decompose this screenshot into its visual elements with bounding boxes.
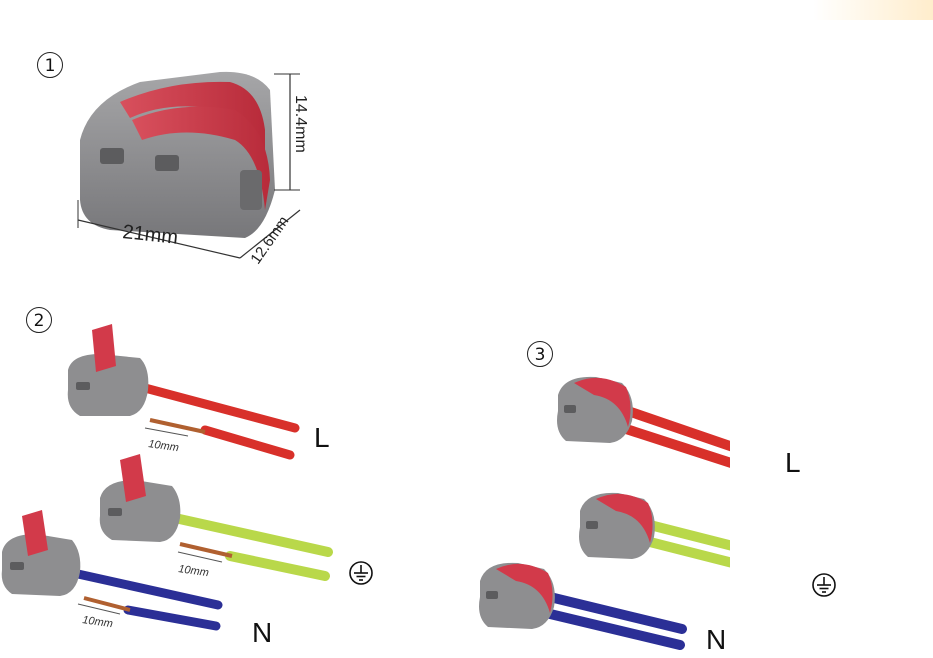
width-dimension-line	[77, 219, 241, 259]
live-wire	[615, 422, 730, 468]
neutral-label: N	[706, 624, 727, 655]
housing	[1, 534, 81, 596]
step-3-close-levers-drawing	[479, 376, 730, 650]
neutral-copper-strand	[83, 596, 131, 612]
lever-open	[92, 324, 116, 372]
strip-gauge-line	[177, 551, 223, 563]
earth-copper-strand	[179, 542, 233, 558]
wire-entry-hole	[76, 382, 90, 390]
wire-entry-hole	[10, 562, 24, 570]
earth-connector-open: 10mm	[99, 454, 333, 581]
lever-open	[120, 454, 146, 502]
housing	[67, 354, 149, 416]
live-copper-strand	[149, 418, 206, 434]
corner-glow	[813, 0, 933, 20]
neutral-wire	[73, 569, 223, 610]
live-label: L	[785, 447, 801, 478]
lever-open	[22, 510, 48, 556]
neutral-connector-closed	[479, 562, 687, 650]
width-dimension-label: 21mm	[121, 221, 179, 249]
lever-front	[132, 106, 270, 210]
step-1-badge: 1	[37, 52, 63, 78]
earth-wire	[641, 536, 730, 568]
neutral-wire-loose	[123, 605, 221, 631]
live-wire	[620, 405, 730, 452]
neutral-label: N	[252, 617, 273, 648]
connector-dimension-drawing: 14.4mm 21mm 12.6mm	[77, 71, 309, 267]
neutral-wire	[545, 592, 687, 634]
live-wire	[140, 383, 300, 433]
live-connector-open: 10mm	[67, 324, 300, 460]
live-connector-closed	[557, 376, 730, 468]
side-window	[240, 170, 262, 210]
step-2-insert-wires-drawing: 10mm 10mm 10mm	[1, 324, 333, 631]
strip-gauge-line	[144, 427, 189, 437]
ground-symbol-icon	[349, 561, 373, 585]
earth-wire	[645, 520, 730, 551]
strip-gauge-line	[77, 603, 121, 615]
neutral-connector-open: 10mm	[1, 510, 223, 631]
housing	[99, 480, 181, 542]
neutral-wire	[541, 608, 685, 650]
wire-entry-hole	[564, 405, 576, 413]
step-3-badge: 3	[527, 341, 553, 367]
wire-entry-hole	[108, 508, 122, 516]
live-label: L	[314, 422, 330, 453]
depth-dimension-line	[239, 209, 301, 259]
lever-closed	[496, 563, 553, 613]
wire-entry-hole	[100, 148, 124, 164]
strip-length-label: 10mm	[82, 614, 114, 630]
lever-closed	[574, 377, 631, 427]
earth-wire	[170, 513, 333, 557]
lever-closed	[596, 493, 653, 543]
lever-rear	[120, 81, 265, 170]
live-wire-loose	[200, 425, 295, 460]
wire-entry-hole	[486, 591, 498, 599]
height-dimension-label: 14.4mm	[292, 95, 309, 153]
step-2-badge: 2	[26, 307, 52, 333]
ground-symbol-icon	[812, 573, 836, 597]
wire-entry-hole	[155, 155, 179, 171]
earth-wire-loose	[225, 551, 330, 581]
strip-length-label: 10mm	[178, 563, 210, 579]
earth-connector-closed	[579, 492, 730, 568]
strip-length-label: 10mm	[148, 438, 180, 454]
wire-entry-hole	[586, 521, 598, 529]
